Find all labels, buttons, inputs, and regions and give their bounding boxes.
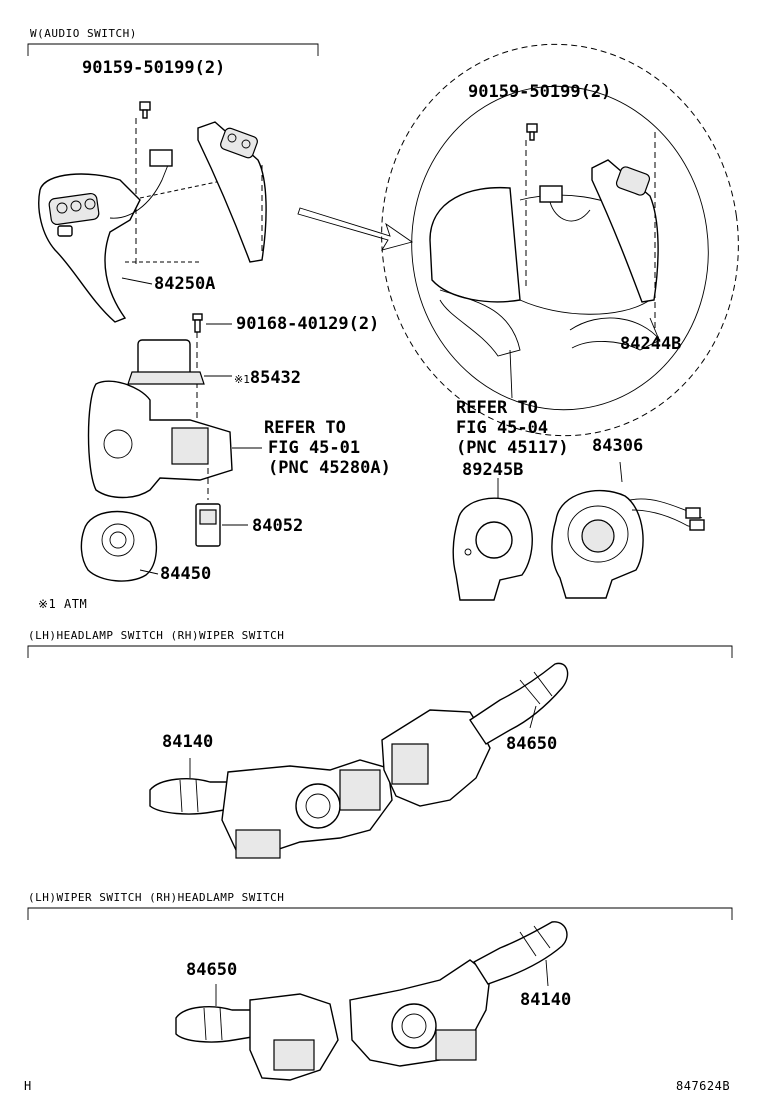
- label-84250A: 84250A: [154, 274, 216, 294]
- part-84052-drawing: [195, 468, 248, 547]
- label-84306: 84306: [592, 436, 644, 456]
- column-cover-drawing: [87, 380, 262, 499]
- section-lower-b: (LH)WIPER SWITCH (RH)HEADLAMP SWITCH: [28, 891, 285, 904]
- screw-90168-drawing: [192, 313, 232, 420]
- view-arrow: [297, 207, 414, 251]
- label-screw-right: 90159-50199(2): [468, 82, 612, 102]
- label-85432-mark: ※1: [234, 373, 250, 386]
- part-84450-drawing: [80, 510, 159, 582]
- part-84306-drawing: [551, 461, 705, 599]
- label-84450: 84450: [160, 564, 212, 584]
- ref2-line1: REFER TO: [456, 398, 538, 418]
- label-screw-left: 90159-50199(2): [82, 58, 226, 78]
- rh-wiper-switch-drawing-a: [381, 662, 569, 807]
- unit-85432-drawing: [127, 339, 232, 385]
- section-audio-switch: W(AUDIO SWITCH): [30, 27, 137, 40]
- part-89245B-drawing: [452, 478, 533, 601]
- leader-ref2: [509, 349, 513, 399]
- label-84140-b: 84140: [520, 990, 572, 1010]
- section-lower-a: (LH)HEADLAMP SWITCH (RH)WIPER SWITCH: [28, 629, 285, 642]
- lower-a-bracket: [27, 645, 733, 658]
- label-84140-a: 84140: [162, 732, 214, 752]
- label-84244B: 84244B: [620, 334, 682, 354]
- rh-headlamp-switch-drawing-b: [349, 921, 568, 1067]
- screw-left-drawing: [135, 101, 151, 265]
- label-84650-a: 84650: [506, 734, 558, 754]
- audio-switch-bracket: [27, 43, 319, 56]
- leader-84250A: [121, 277, 153, 285]
- ref2-line2: FIG 45-04: [456, 418, 549, 438]
- label-84052: 84052: [252, 516, 304, 536]
- lower-b-bracket: [27, 907, 733, 920]
- label-85432: 85432: [249, 368, 302, 388]
- ref1-line3: (PNC 45280A): [268, 458, 391, 478]
- screw-right-drawing: [525, 123, 538, 290]
- label-screw-90168: 90168-40129(2): [236, 314, 380, 334]
- audio-switch-right-drawing: [197, 121, 267, 263]
- audio-switch-wheel-drawing: [591, 132, 661, 343]
- label-85432-group: ※185432: [234, 368, 301, 387]
- label-84650-b: 84650: [186, 960, 238, 980]
- ref1-line1: REFER TO: [264, 418, 346, 438]
- footnote: ※1 ATM: [38, 597, 88, 611]
- steering-wheel-drawing: [381, 43, 739, 437]
- ref1-line2: FIG 45-01: [268, 438, 361, 458]
- label-89245B: 89245B: [462, 460, 524, 480]
- lh-headlamp-switch-drawing-a: [149, 758, 393, 859]
- lh-wiper-switch-drawing-b: [175, 984, 339, 1081]
- ref2-line3: (PNC 45117): [456, 438, 569, 458]
- footer-right: 847624B: [676, 1079, 731, 1093]
- footer-left: H: [24, 1079, 32, 1093]
